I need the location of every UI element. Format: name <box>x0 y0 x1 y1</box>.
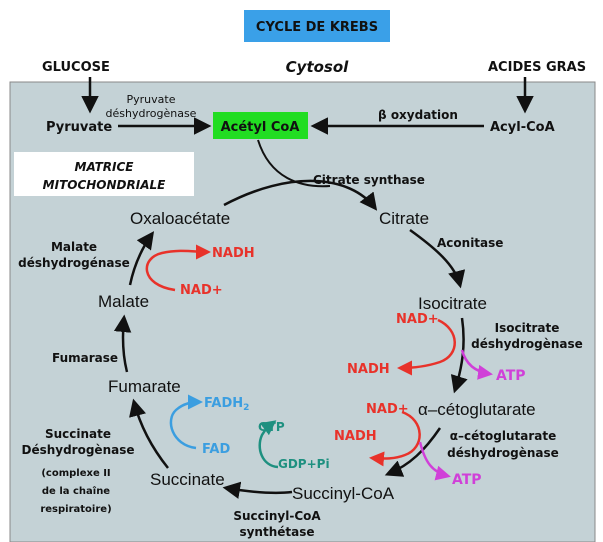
akg-dh-label-line2: déshydrogènase <box>447 446 559 460</box>
mdh-nadh-label: NADH <box>212 246 255 261</box>
pdh-label-line1: Pyruvate <box>127 93 176 106</box>
scs-gdp-pi-label: GDP+Pi <box>278 457 330 471</box>
arc-succinate-to-fumarate <box>129 398 169 469</box>
icdh-atp-label: ATP <box>496 368 526 384</box>
sdh-fadh2-subscript: 2 <box>243 403 249 413</box>
diagram-title: CYCLE DE KREBS <box>256 20 378 35</box>
akg-nadh-label: NADH <box>334 429 377 444</box>
arc-malate-to-oxaloacetate <box>128 231 155 286</box>
sdh-fadh2-main: FADH <box>204 396 243 411</box>
malate-label: Malate <box>98 292 149 311</box>
beta-oxydation-label: β oxydation <box>378 108 458 122</box>
arc-fumarate-to-malate <box>113 314 132 373</box>
akg-nad-curve <box>369 410 421 467</box>
acetyl-coa-box <box>213 112 308 139</box>
aconitase-label: Aconitase <box>437 236 503 250</box>
isocitrate-dh-label-line2: déshydrogènase <box>471 337 583 351</box>
sdh-fadh2-label: FADH2 <box>204 396 249 413</box>
arc-citrate-to-isocitrate <box>409 228 466 289</box>
title-box <box>244 10 390 42</box>
scs-gtp-label: GTP <box>258 420 285 434</box>
sdh-fad-curve <box>169 394 203 450</box>
alpha-ketoglutarate-label: α–cétoglutarate <box>418 400 536 419</box>
arc-succinylcoa-to-succinate <box>222 481 293 499</box>
akg-nad-label: NAD+ <box>366 402 409 417</box>
isocitrate-dh-label-line1: Isocitrate <box>495 321 560 335</box>
fumarate-label: Fumarate <box>108 377 181 396</box>
acides-gras-label: ACIDES GRAS <box>488 60 586 75</box>
succinate-dh-label-line5: respiratoire) <box>40 504 111 515</box>
mdh-nad-curve <box>145 244 211 292</box>
icdh-nad-curve <box>397 318 456 376</box>
succinyl-coa-synthetase-label-line2: synthétase <box>239 525 314 539</box>
glucose-label: GLUCOSE <box>42 60 110 75</box>
fumarase-label: Fumarase <box>52 351 118 365</box>
acyl-coa-label: Acyl-CoA <box>490 120 555 135</box>
matrix-label-box <box>14 152 194 196</box>
succinyl-coa-label: Succinyl-CoA <box>292 484 395 503</box>
matrix-label-line1: MATRICE <box>75 160 135 174</box>
icdh-nad-label: NAD+ <box>396 312 439 327</box>
arc-oxaloacetate-to-citrate <box>223 179 378 211</box>
succinyl-coa-synthetase-label-line1: Succinyl-CoA <box>233 509 321 523</box>
matrix-label-line2: MITOCHONDRIALE <box>43 178 166 192</box>
sdh-fad-label: FAD <box>202 442 230 457</box>
succinate-dh-label-line1: Succinate <box>45 427 111 441</box>
cytosol-label: Cytosol <box>286 58 349 76</box>
isocitrate-label: Isocitrate <box>418 294 487 313</box>
arc-akg-to-succinylcoa <box>384 427 442 477</box>
citrate-label: Citrate <box>379 209 429 228</box>
citrate-synthase-label: Citrate synthase <box>313 173 425 187</box>
scs-gtp-curve <box>258 420 279 469</box>
succinate-dh-label-line2: Déshydrogènase <box>21 443 134 457</box>
pyruvate-label: Pyruvate <box>46 120 112 135</box>
succinate-dh-label-line4: de la chaîne <box>42 485 110 497</box>
akg-atp-label: ATP <box>452 472 482 488</box>
malate-dh-label-line1: Malate <box>51 240 97 254</box>
icdh-atp-curve <box>460 349 493 380</box>
mdh-nad-label: NAD+ <box>180 283 223 298</box>
acetylcoa-entry-curve <box>257 139 331 188</box>
acetyl-coa-label: Acétyl CoA <box>221 120 300 135</box>
icdh-nadh-label: NADH <box>347 362 390 377</box>
akg-dh-label-line1: α–cétoglutarate <box>450 429 556 443</box>
akg-atp-curve <box>418 441 451 481</box>
malate-dh-label-line2: déshydrogénase <box>18 256 130 270</box>
oxaloacetate-label: Oxaloacétate <box>130 209 230 228</box>
arc-isocitrate-to-akg <box>450 317 468 394</box>
succinate-dh-label-line3: (complexe II <box>41 468 110 479</box>
pdh-label-line2: déshydrogènase <box>106 107 197 120</box>
succinate-label: Succinate <box>150 470 225 489</box>
